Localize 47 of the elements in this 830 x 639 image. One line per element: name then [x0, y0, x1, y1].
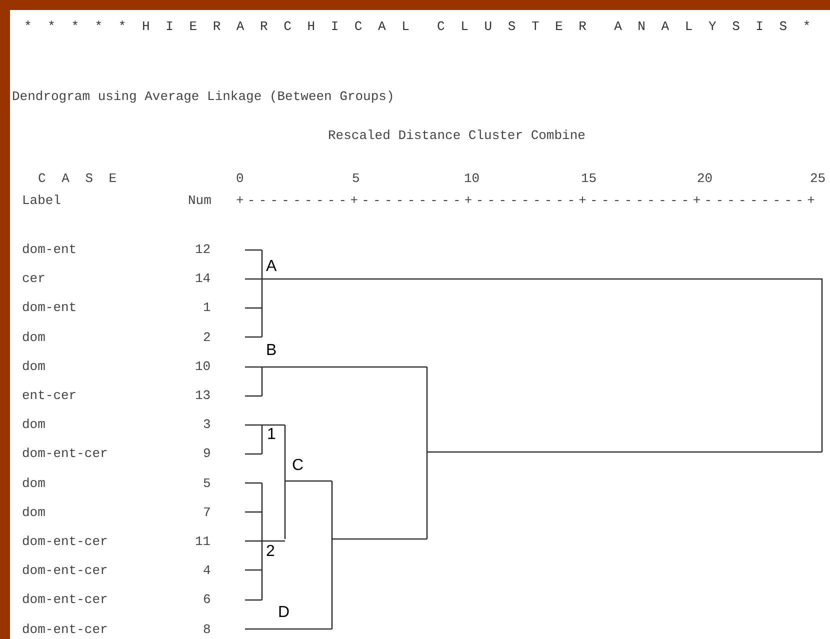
tick-label: 10	[464, 171, 480, 187]
tick-label: 15	[581, 171, 597, 187]
column-header: C A S E	[38, 171, 121, 187]
case-label: dom	[22, 504, 46, 521]
case-label: dom-ent-cer	[22, 534, 108, 550]
case-number: 8	[203, 622, 211, 638]
tick-label: 20	[697, 171, 713, 187]
cluster-label: 1	[267, 427, 276, 443]
case-label: dom	[22, 476, 46, 492]
cluster-label: C	[292, 458, 304, 474]
case-label: cer	[22, 271, 46, 288]
column-header: Num	[188, 193, 212, 209]
axis-title: Rescaled Distance Cluster Combine	[328, 128, 586, 144]
case-label: dom	[22, 417, 46, 434]
subtitle: Dendrogram using Average Linkage (Between Groups)	[12, 89, 394, 105]
case-label: dom-ent-cer	[22, 622, 108, 638]
case-label: dom-ent-cer	[22, 592, 108, 608]
case-number: 10	[195, 358, 211, 375]
case-number: 1	[203, 300, 211, 316]
title: * * * * * H I E R A R C H I C A L C L U S T E R A N A L Y S I S *	[24, 19, 815, 35]
case-label: dom	[22, 358, 46, 375]
case-label: dom-ent-cer	[22, 446, 108, 462]
case-number: 14	[195, 271, 211, 288]
case-number: 6	[203, 592, 211, 608]
case-number: 2	[203, 330, 211, 346]
tick-label: 5	[352, 171, 360, 187]
axis-scale: +---------+---------+---------+---------+---------+	[236, 193, 818, 209]
case-number: 9	[203, 446, 211, 462]
case-number: 13	[195, 388, 211, 404]
cluster-label: 2	[266, 544, 275, 560]
case-number: 12	[195, 242, 211, 258]
tick-label: 25	[810, 171, 826, 187]
case-label: dom-ent	[22, 242, 77, 258]
case-number: 5	[203, 476, 211, 492]
case-label: dom	[22, 330, 46, 346]
case-label: ent-cer	[22, 388, 77, 404]
case-label: dom-ent	[22, 300, 77, 316]
cluster-label: D	[278, 605, 290, 621]
cluster-label: A	[266, 259, 277, 275]
case-number: 11	[195, 534, 211, 550]
case-number: 7	[203, 504, 211, 521]
cluster-label: B	[266, 343, 277, 359]
case-number: 4	[203, 563, 211, 580]
tick-label: 0	[236, 171, 244, 187]
case-number: 3	[203, 417, 211, 434]
case-label: dom-ent-cer	[22, 563, 108, 580]
column-header: Label	[22, 193, 62, 209]
